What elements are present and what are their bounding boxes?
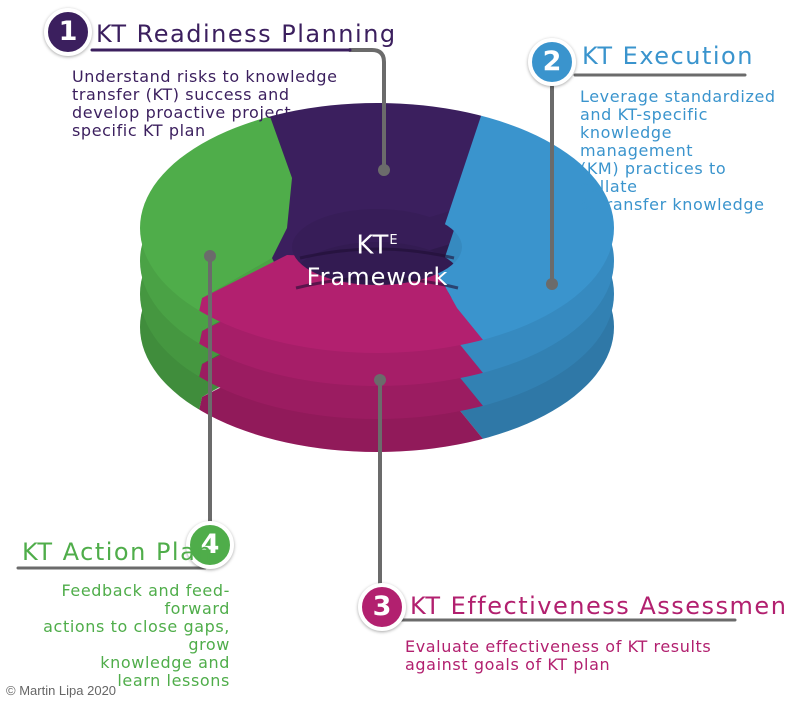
phase-3-number: 3 xyxy=(372,591,392,622)
connector-dot-1 xyxy=(378,164,390,176)
connector-dot-3 xyxy=(374,374,386,386)
center-subtitle: Framework xyxy=(306,262,449,291)
phase-1-title: KT Readiness Planning xyxy=(96,20,397,48)
center-label: KTE Framework xyxy=(300,226,455,291)
center-title: KT xyxy=(356,230,390,261)
phase-2-number: 2 xyxy=(542,46,562,77)
phase-4-title: KT Action Plan xyxy=(22,538,214,566)
phase-3-number-badge: 3 xyxy=(358,583,406,631)
hole-inner-shading xyxy=(295,247,459,290)
connector-1 xyxy=(348,48,386,170)
phase-2-number-badge: 2 xyxy=(528,38,576,86)
phase-3-description: Evaluate effectiveness of KT results aga… xyxy=(405,637,712,674)
connector-dot-4 xyxy=(204,250,216,262)
phase-1-number: 1 xyxy=(58,16,78,47)
center-superscript: E xyxy=(389,233,399,248)
phase-2-description: Leverage standardized and KT-specific kn… xyxy=(580,87,776,214)
phase-4-description: Feedback and feed-forward actions to clo… xyxy=(43,581,230,690)
phase-3-title: KT Effectiveness Assessment xyxy=(410,592,785,620)
phase-2-title: KT Execution xyxy=(582,42,754,70)
copyright-notice: © Martin Lipa 2020 xyxy=(6,683,117,698)
phase-4-number: 4 xyxy=(200,529,220,560)
connector-dot-2 xyxy=(546,278,558,290)
phase-1-number-badge: 1 xyxy=(44,8,92,56)
phase-1-description: Understand risks to knowledge transfer (… xyxy=(72,67,338,140)
phase-4-number-badge: 4 xyxy=(186,521,234,569)
